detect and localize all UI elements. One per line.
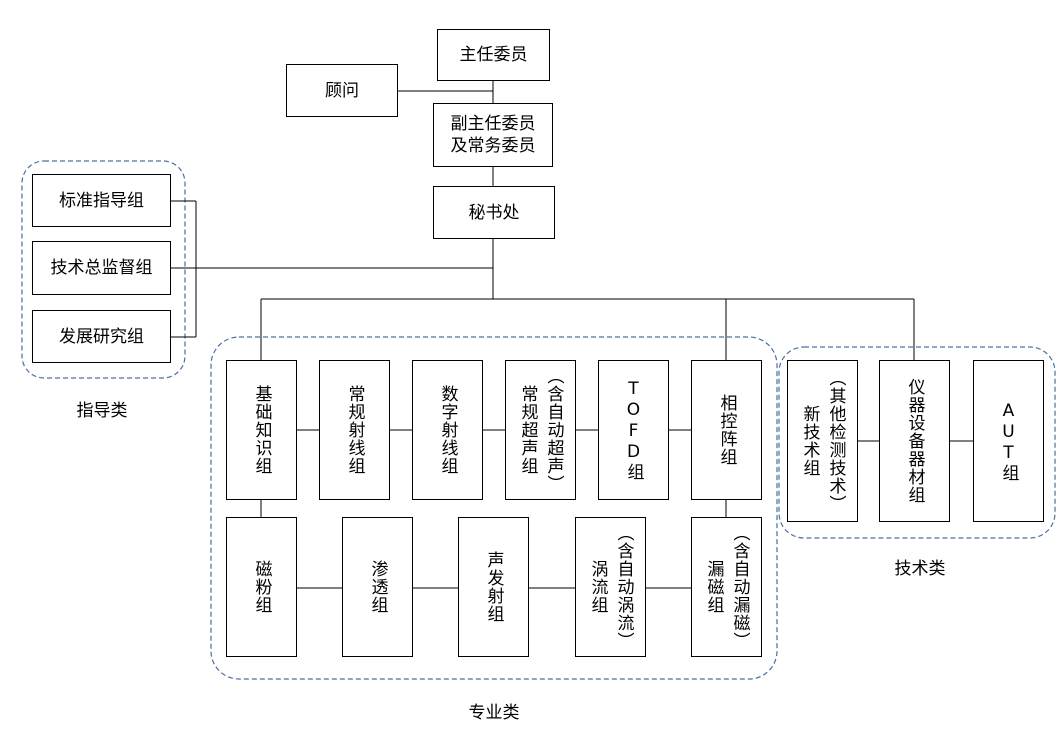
group-aut: AUT组 <box>973 360 1044 522</box>
group-label: 常规超声组 <box>517 385 538 475</box>
guidance-item-label: 标准指导组 <box>59 190 144 211</box>
group-label: 常规射线组 <box>344 385 365 475</box>
secretariat-box: 秘书处 <box>433 186 555 239</box>
group-basic-knowledge: 基础知识组 <box>226 360 297 500</box>
group-label: TOFD组 <box>623 379 644 481</box>
group-note: （其他检测技术） <box>825 369 846 513</box>
technical-category-label: 技术类 <box>894 559 946 579</box>
group-acoustic-emission: 声发射组 <box>458 517 529 657</box>
guidance-item-supervision: 技术总监督组 <box>32 241 171 295</box>
advisor-label: 顾问 <box>325 80 359 101</box>
group-label: 声发射组 <box>483 551 504 623</box>
group-label: 磁粉组 <box>251 560 272 614</box>
guidance-item-research: 发展研究组 <box>32 310 171 363</box>
group-magnetic-particle: 磁粉组 <box>226 517 297 657</box>
group-digital-rt: 数字射线组 <box>412 360 483 500</box>
director-box: 主任委员 <box>437 29 550 81</box>
group-label: 渗透组 <box>367 560 388 614</box>
secretariat-label: 秘书处 <box>468 202 520 223</box>
group-label: 数字射线组 <box>437 385 458 475</box>
group-label: 漏磁组 <box>703 560 724 614</box>
guidance-item-standards: 标准指导组 <box>32 174 171 227</box>
group-label: 涡流组 <box>587 560 608 614</box>
guidance-category-label: 指导类 <box>76 401 128 421</box>
guidance-group-outline <box>21 160 186 379</box>
group-label: 新技术组 <box>799 405 820 477</box>
group-conventional-ut: 常规超声组 （含自动超声） <box>505 360 576 500</box>
professional-group-outline <box>210 336 778 680</box>
group-tofd: TOFD组 <box>598 360 669 500</box>
group-new-technology: 新技术组 （其他检测技术） <box>787 360 858 522</box>
deputy-label-line1: 副主任委员 <box>450 114 536 134</box>
guidance-item-label: 技术总监督组 <box>50 258 153 278</box>
group-note: （含自动涡流） <box>613 524 634 650</box>
group-label: AUT组 <box>998 400 1019 482</box>
group-label: 基础知识组 <box>251 385 272 475</box>
group-instruments: 仪器设备器材组 <box>879 360 950 522</box>
group-note: （含自动漏磁） <box>729 524 750 650</box>
professional-category-label: 专业类 <box>468 703 520 723</box>
group-note: （含自动超声） <box>543 367 564 493</box>
group-penetrant: 渗透组 <box>342 517 413 657</box>
group-magnetic-flux-leakage: 漏磁组 （含自动漏磁） <box>691 517 762 657</box>
group-label: 相控阵组 <box>716 394 737 466</box>
director-label: 主任委员 <box>459 45 528 65</box>
group-conventional-rt: 常规射线组 <box>319 360 390 500</box>
group-phased-array: 相控阵组 <box>691 360 762 500</box>
advisor-box: 顾问 <box>286 64 398 117</box>
group-eddy-current: 涡流组 （含自动涡流） <box>575 517 646 657</box>
guidance-item-label: 发展研究组 <box>59 326 144 347</box>
group-label: 仪器设备器材组 <box>904 378 925 504</box>
deputy-box: 副主任委员 及常务委员 <box>433 103 553 167</box>
technical-group-outline <box>778 346 1056 539</box>
deputy-label-line2: 及常务委员 <box>450 136 536 156</box>
